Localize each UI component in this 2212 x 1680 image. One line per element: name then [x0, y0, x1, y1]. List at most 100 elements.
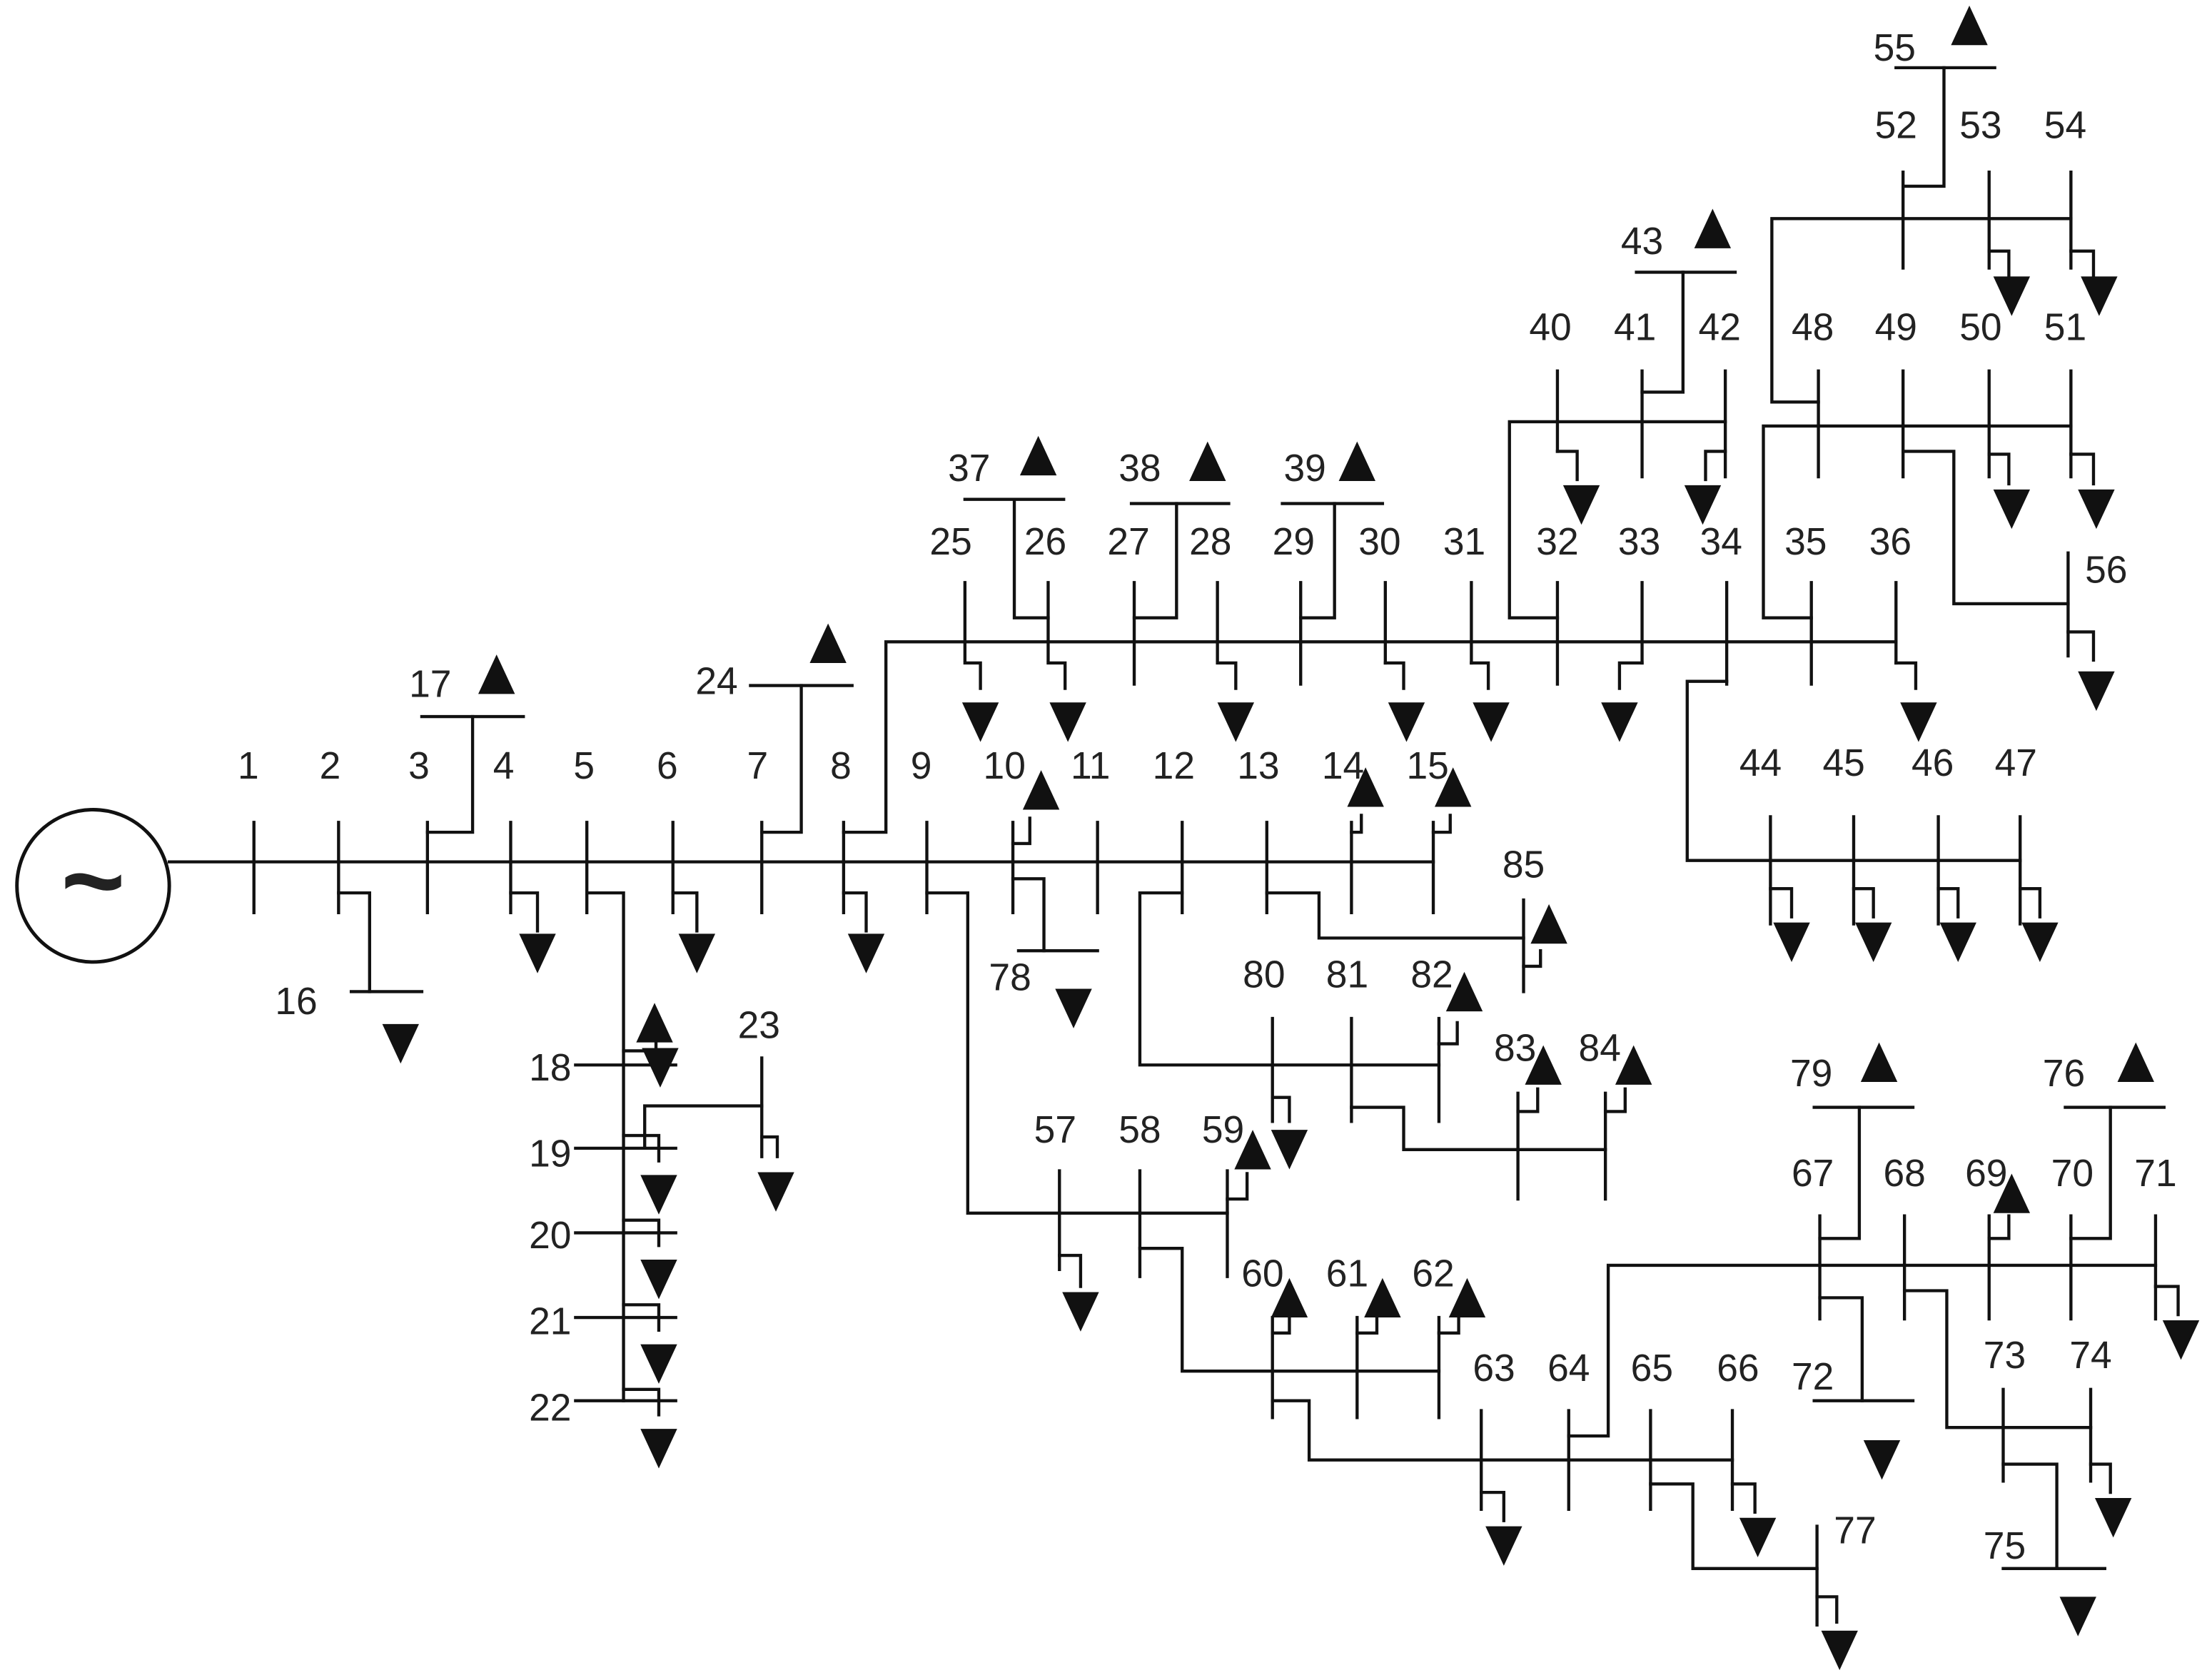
bus-label: 13: [1237, 745, 1279, 787]
bus-label: 57: [1034, 1109, 1076, 1151]
bus-label: 59: [1202, 1109, 1244, 1151]
load-arrow-down-icon: [1900, 702, 1937, 742]
bus-label: 19: [529, 1133, 571, 1175]
load-arrow-down-icon: [2094, 1498, 2132, 1538]
bus-label: 33: [1618, 521, 1660, 563]
generator: ~: [15, 808, 171, 964]
feeder-line: [622, 1218, 661, 1248]
bus-label: 1: [238, 745, 259, 787]
load-arrow-down-icon: [382, 1023, 419, 1064]
source-arrow-up-icon: [1338, 441, 1375, 481]
load-arrows: [382, 5, 2200, 1671]
load-arrow-down-icon: [1271, 1130, 1308, 1170]
feeder-line: [1299, 502, 1336, 619]
feeder-line: [1936, 887, 1960, 919]
source-arrow-up-icon: [1364, 1277, 1401, 1318]
load-arrow-down-icon: [2078, 671, 2115, 712]
feeder-line: [1516, 1087, 1540, 1113]
feeder-line: [1901, 450, 2070, 606]
bus-label: 68: [1883, 1153, 1925, 1195]
feeder-line: [1987, 1214, 2011, 1240]
bus-label: 72: [1792, 1356, 1834, 1398]
bus-label: 41: [1614, 306, 1656, 348]
bus-label: 46: [1911, 742, 1954, 784]
load-arrow-down-icon: [640, 1175, 677, 1215]
feeder-line: [963, 661, 982, 690]
load-arrow-down-icon: [757, 1172, 794, 1212]
feeder-line: [842, 640, 1898, 834]
feeder-line: [1046, 661, 1067, 690]
load-arrow-down-icon: [1821, 1630, 1858, 1671]
bus-label: 80: [1243, 954, 1285, 996]
bus-label: 50: [1959, 306, 2001, 348]
feeder-line: [2069, 249, 2096, 281]
feeder-line: [2089, 1462, 2112, 1494]
load-arrow-down-icon: [2059, 1596, 2096, 1636]
bus-label: 6: [657, 745, 678, 787]
bus-label: 22: [529, 1387, 571, 1429]
bus-label: 7: [747, 745, 768, 787]
feeder-line: [1431, 814, 1452, 834]
bus-label: 21: [529, 1301, 571, 1343]
feeder-line: [1437, 1317, 1460, 1335]
feeder-line: [1216, 661, 1238, 690]
feeder-line: [2066, 630, 2096, 662]
load-arrow-down-icon: [1049, 702, 1086, 742]
bus-label: 69: [1965, 1153, 2007, 1195]
bus-label: 56: [2085, 549, 2127, 591]
bus-label: 65: [1631, 1347, 1673, 1390]
load-arrow-down-icon: [1388, 702, 1425, 742]
feeder-line: [1852, 887, 1875, 919]
bus-label: 49: [1875, 306, 1917, 348]
load-arrow-down-icon: [642, 1048, 679, 1088]
feeder-line: [1508, 420, 1727, 619]
bus-label: 32: [1536, 521, 1578, 563]
feeder-line: [1894, 661, 1918, 690]
feeder-line: [622, 1133, 661, 1163]
feeder-line: [1522, 948, 1542, 968]
bus-label: 38: [1118, 447, 1161, 490]
feeder-line: [337, 891, 371, 993]
feeder-line: [1265, 891, 1525, 940]
load-arrow-down-icon: [640, 1344, 677, 1384]
feeder-line: [425, 714, 475, 834]
bus-label: 43: [1621, 221, 1663, 263]
bus-label: 9: [911, 745, 932, 787]
feeder-line: [2153, 1285, 2180, 1317]
load-arrow-down-icon: [1684, 485, 1722, 525]
bus-label: 14: [1322, 745, 1364, 787]
feeder-line: [1383, 661, 1405, 690]
load-arrow-down-icon: [961, 702, 999, 742]
load-arrow-down-icon: [1854, 922, 1892, 962]
feeder-line: [1603, 1087, 1627, 1113]
bus-label: 8: [830, 745, 852, 787]
source-arrow-up-icon: [1234, 1130, 1271, 1170]
bus-label: 67: [1792, 1153, 1834, 1195]
feeder-line: [2001, 1462, 2059, 1571]
generator-circle: [15, 808, 171, 964]
load-arrow-down-icon: [1773, 922, 1810, 962]
feeder-line: [1437, 1021, 1459, 1046]
bus-label: 60: [1241, 1253, 1283, 1295]
load-arrow-down-icon: [1739, 1517, 1777, 1558]
source-arrow-up-icon: [1347, 767, 1384, 807]
feeder-line: [1902, 1289, 2093, 1429]
bus-label: 85: [1503, 844, 1545, 886]
bus-label: 39: [1283, 447, 1325, 490]
feeder-line: [1011, 816, 1031, 846]
bus-label: 74: [2069, 1335, 2111, 1377]
feeder-line: [1640, 270, 1685, 394]
bus-label: 76: [2043, 1053, 2085, 1095]
source-arrow-up-icon: [478, 654, 515, 694]
bus-label: 44: [1739, 742, 1782, 784]
bus-label: 42: [1699, 306, 1741, 348]
bus-label: 62: [1412, 1253, 1454, 1295]
feeder-line: [1350, 1105, 1607, 1152]
feeder-line: [842, 891, 868, 933]
generator-symbol: ~: [61, 819, 125, 942]
bus-label: 71: [2134, 1153, 2176, 1195]
load-arrow-down-icon: [1993, 489, 2031, 530]
bus-label: 11: [1071, 745, 1110, 787]
feeder-line: [760, 1135, 779, 1158]
